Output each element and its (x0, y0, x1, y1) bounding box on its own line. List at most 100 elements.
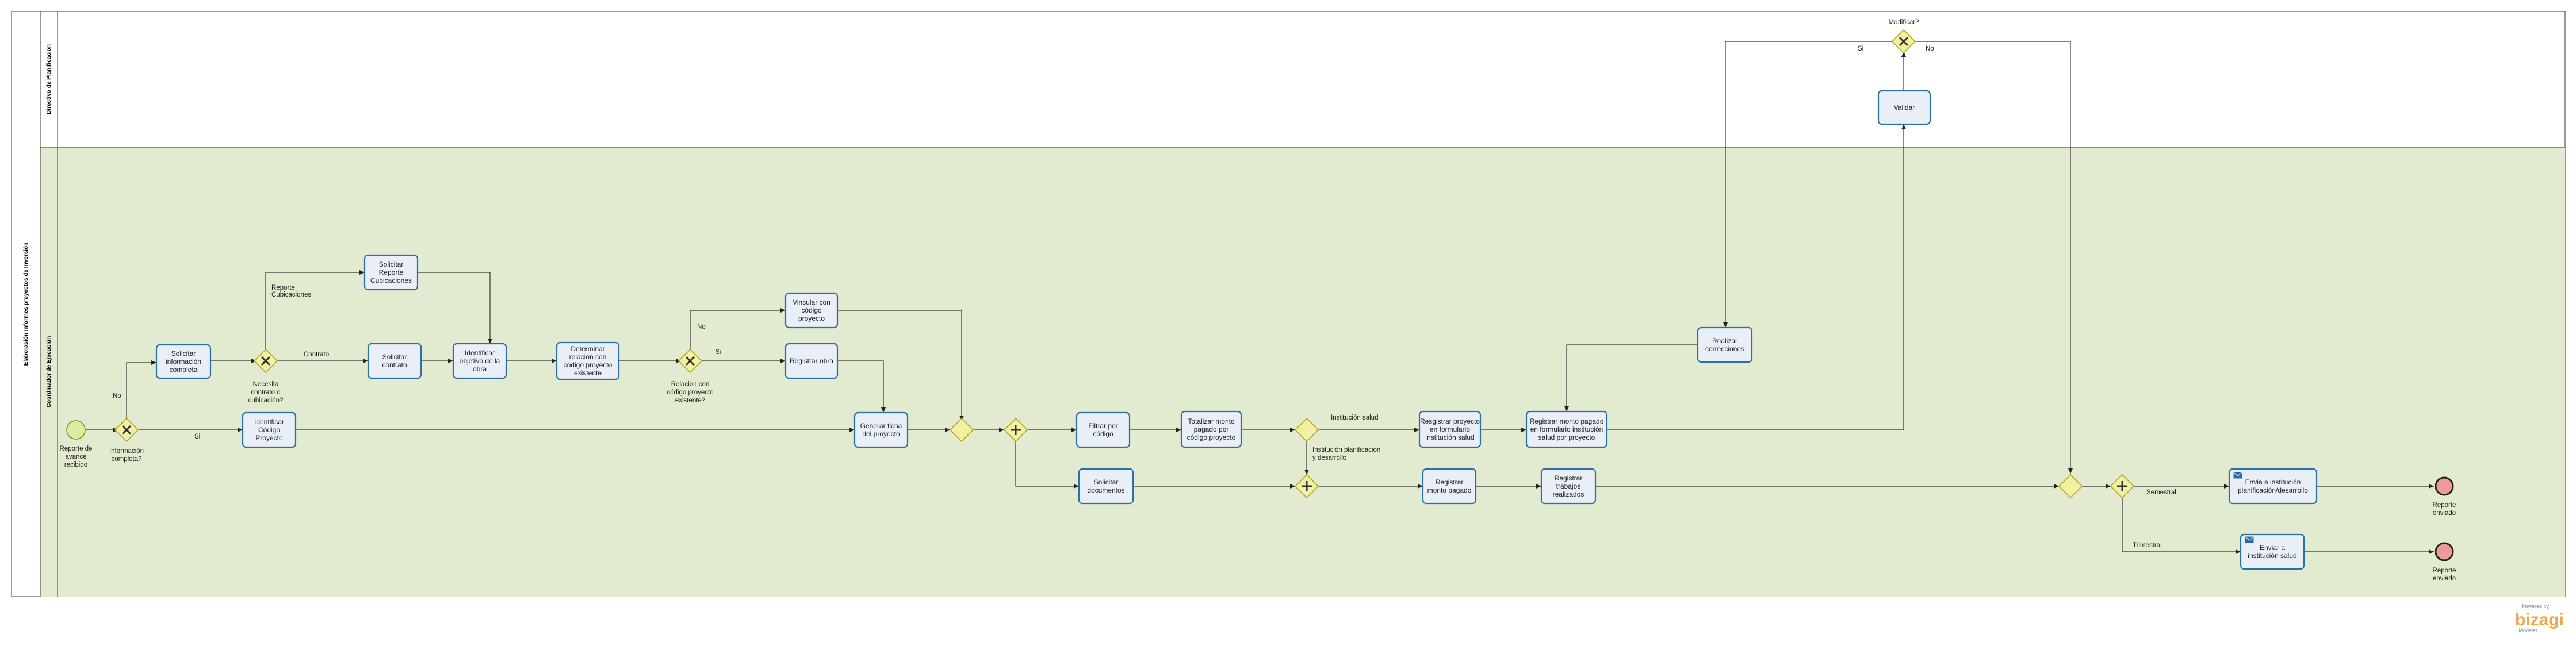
flow-label-no-info: No (113, 393, 121, 399)
task-label: Enviar a (2260, 544, 2285, 552)
start-event-label-1: Reporte de (60, 445, 93, 452)
task-box (1877, 90, 1931, 125)
gateway-info-label-1: Información (109, 448, 144, 455)
end-event-1[interactable]: Reporte enviado (2433, 476, 2456, 517)
task-label: en formulario institución (1530, 425, 1603, 433)
task-box (367, 343, 422, 379)
task-label: trabajos (1556, 482, 1581, 490)
task-label: Registrar (1436, 478, 1464, 486)
end-event-2[interactable]: Reporte enviado (2433, 542, 2456, 582)
gateway-institucion[interactable] (1294, 417, 1319, 443)
task-label: correcciones (1705, 345, 1744, 353)
gateway-merge-ficha[interactable] (949, 417, 974, 443)
task-box (784, 292, 839, 329)
flow-gw3-vincular (690, 308, 786, 353)
task-label: código proyecto (564, 361, 613, 369)
flow-label-contrato: Contrato (304, 351, 329, 358)
task-registrar-obra[interactable]: Registrar obra (784, 343, 839, 379)
task-box (242, 411, 297, 448)
gateway-parallel-envio[interactable] (2110, 474, 2135, 499)
task-box (853, 411, 909, 448)
task-box (1078, 468, 1134, 505)
task-label: código (801, 306, 822, 314)
task-label: institución salud (2248, 552, 2296, 560)
lane-label-ejecucion: Coordinador de Ejecución (46, 336, 52, 407)
task-enviar-planificacion[interactable]: Envia a instituciónplanificación/desarro… (2228, 468, 2318, 505)
task-label: Reporte (379, 268, 404, 276)
gateway-necesita[interactable]: Necesita contrato o cubicación? (248, 348, 284, 404)
gateway-parallel-join[interactable] (1294, 474, 1319, 499)
task-label: Solicitar (171, 349, 196, 357)
task-box (1697, 326, 1753, 363)
start-event-label-3: recibido (64, 461, 87, 468)
task-label: completa (170, 366, 198, 374)
tasks-layer: SolicitarinformacióncompletaIdentificarC… (155, 90, 2318, 570)
task-label: Proyecto (255, 434, 283, 442)
flow-label-no-rel: No (697, 324, 706, 330)
task-label: planificación/desarrollo (2238, 486, 2308, 494)
gateway-relacion[interactable]: Relacion con código proyecto existente? (667, 348, 714, 404)
brand-name: bizagi (2515, 610, 2564, 629)
task-box (556, 341, 620, 380)
sequence-flows (86, 41, 2434, 554)
task-label: realizados (1553, 490, 1584, 498)
flow-gw5-documentos (1015, 441, 1079, 489)
task-label: Registrar (1555, 474, 1583, 482)
gateway-parallel-split[interactable] (1003, 417, 1028, 443)
task-validar[interactable]: Validar (1877, 90, 1931, 125)
flow-gw8-gw9 (1915, 41, 2073, 474)
flow-gw2-cubicaciones (265, 270, 365, 353)
task-label: Registrar monto pagado (1530, 417, 1604, 425)
task-label: existente (574, 369, 602, 377)
brand-powered-by: Powered by (2521, 603, 2549, 609)
end-event-1-label-2: enviado (2433, 510, 2456, 517)
task-label: Cubicaciones (370, 276, 412, 284)
gateway-relacion-label-2: código proyecto (667, 389, 713, 396)
task-label: proyecto (798, 314, 825, 322)
flow-label-inst-plan-2: y desarrollo (1312, 455, 1346, 461)
task-box (1418, 410, 1482, 448)
flow-monto-formulario-validar (1607, 124, 1906, 430)
end-event-2-label-1: Reporte (2433, 567, 2456, 574)
flow-gw10-salud (2122, 498, 2241, 554)
task-label: código proyecto (1187, 433, 1236, 441)
gateway-merge-final[interactable] (2058, 474, 2083, 499)
task-box (1422, 468, 1477, 505)
task-box (363, 254, 419, 291)
task-label: Totalizar monto (1188, 417, 1235, 425)
flow-label-si-rel: Si (715, 349, 721, 356)
start-event[interactable]: Reporte de avance recibido (60, 420, 93, 468)
flow-gw8-correcciones (1723, 41, 1892, 328)
task-box (1075, 411, 1131, 448)
task-label: Validar (1894, 103, 1915, 111)
task-label: Resgistrar proyecto (1420, 417, 1480, 425)
gateway-info-completa[interactable]: Información completa? (109, 417, 144, 463)
task-label: relación con (569, 353, 607, 361)
start-event-label-2: avance (65, 453, 86, 460)
gateway-modificar[interactable]: Modificar? (1888, 19, 1919, 54)
lane-label-planificacion: Directivo de Planificación (46, 44, 52, 114)
flow-label-si-info: Si (194, 433, 200, 440)
task-label: monto pagado (1427, 486, 1472, 494)
bizagi-logo: Powered by bizagi Modeler (2515, 603, 2564, 633)
pool: Elaboración Informes proyectos de Invers… (11, 11, 2566, 597)
task-label: institución salud (1425, 433, 1474, 441)
